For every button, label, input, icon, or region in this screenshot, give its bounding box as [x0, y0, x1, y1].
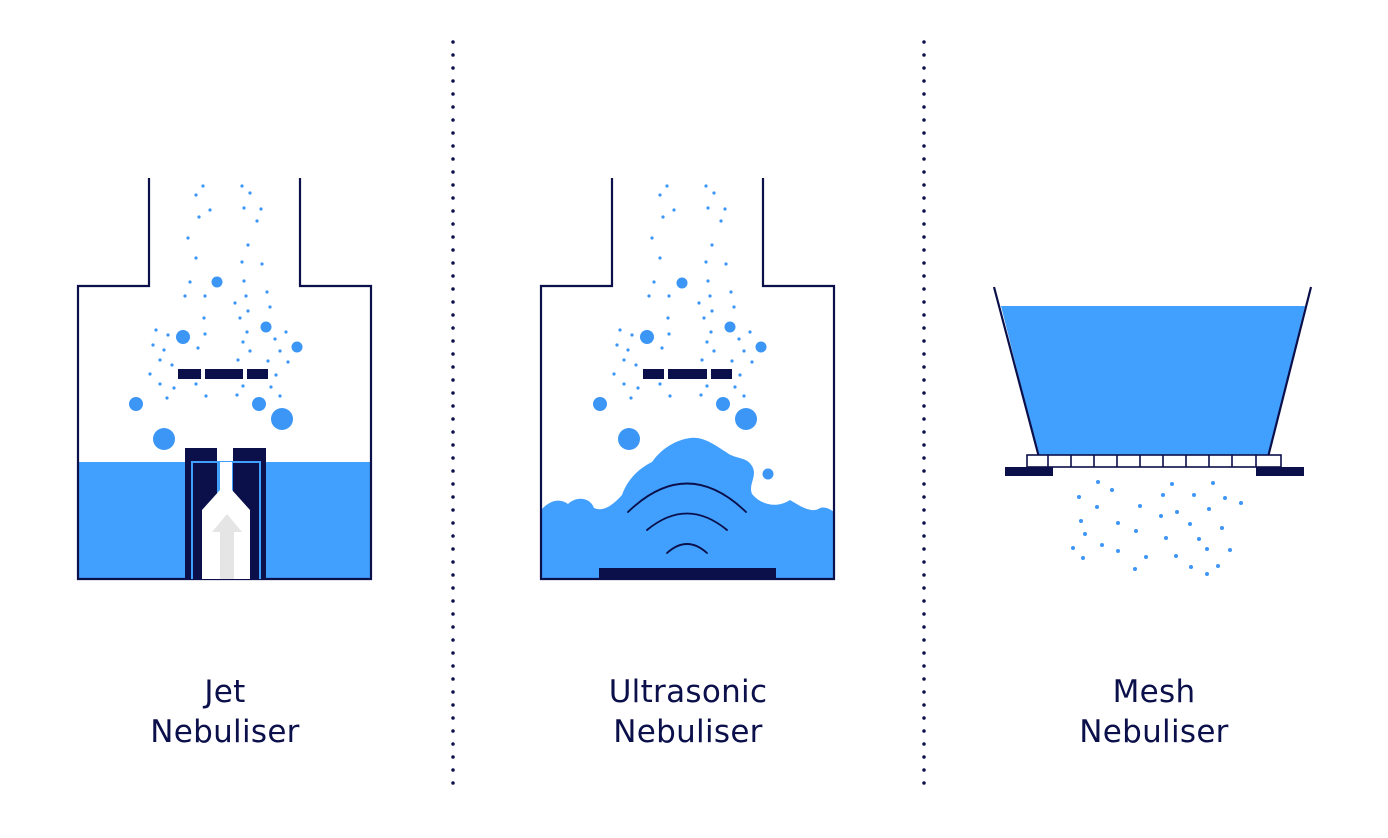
ultrasonic-large-droplets — [593, 277, 774, 480]
jet-air-arrow — [212, 514, 242, 579]
mesh-aerosol-mist — [1071, 480, 1243, 576]
caption-line-2: Nebuliser — [150, 714, 300, 750]
jet-large-droplets — [129, 276, 303, 450]
jet-baffle — [178, 369, 268, 379]
mesh-reservoir-wall-right — [1265, 286, 1313, 462]
mesh-reservoir-wall-left — [992, 286, 1042, 462]
caption-line-1: Ultrasonic — [608, 674, 768, 710]
ultrasonic-fine-mist — [612, 184, 754, 400]
caption-line-1: Jet — [204, 674, 246, 710]
ultrasonic-waves — [627, 482, 747, 554]
caption-line-1: Mesh — [1112, 674, 1196, 710]
ultrasonic-liquid — [541, 437, 834, 579]
jet-fine-mist — [148, 184, 290, 400]
mesh-nebuliser-illustration — [992, 286, 1313, 576]
ultrasonic-nebuliser-caption: Ultrasonic Nebuliser — [538, 672, 838, 752]
jet-nebuliser-illustration — [76, 178, 373, 581]
caption-line-2: Nebuliser — [1079, 714, 1229, 750]
ultrasonic-transducer — [599, 568, 776, 579]
mesh-support-left — [1005, 467, 1053, 476]
mesh-plate — [1026, 454, 1282, 468]
mesh-reservoir-liquid — [1001, 306, 1305, 461]
ultrasonic-baffle — [643, 369, 732, 379]
jet-nebuliser-caption: Jet Nebuliser — [75, 672, 375, 752]
mesh-support-right — [1256, 467, 1304, 476]
caption-line-2: Nebuliser — [613, 714, 763, 750]
ultrasonic-nebuliser-illustration — [539, 178, 836, 581]
mesh-nebuliser-caption: Mesh Nebuliser — [1004, 672, 1304, 752]
